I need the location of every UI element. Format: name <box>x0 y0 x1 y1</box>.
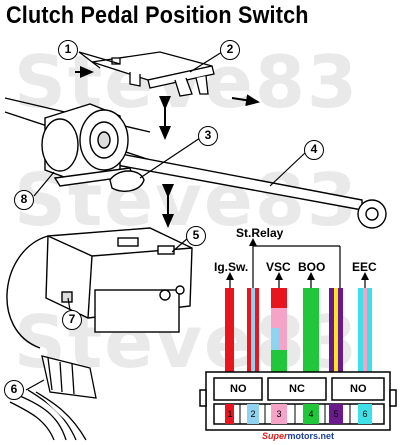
pivot-assembly <box>41 103 133 187</box>
switch-body <box>45 227 193 333</box>
contact-label-3: NO <box>350 383 367 395</box>
pushrod <box>99 149 387 229</box>
contact-label-1: NO <box>230 383 247 395</box>
footer-brand: Super <box>262 431 288 441</box>
clip <box>109 170 145 192</box>
pin-2: 2 <box>250 409 256 419</box>
callout-8: 8 <box>14 190 34 210</box>
mounting-bracket <box>91 51 215 97</box>
callout-3: 3 <box>198 126 218 146</box>
connector <box>9 355 97 441</box>
callout-2: 2 <box>220 40 240 60</box>
callout-5: 5 <box>186 226 206 246</box>
footer-domain: motors.net <box>287 431 335 441</box>
pin-6: 6 <box>362 409 368 419</box>
callout-1: 1 <box>58 40 78 60</box>
callout-4: 4 <box>304 140 324 160</box>
pin-separators <box>239 404 351 424</box>
footer-watermark: Supermotors.net <box>262 431 334 441</box>
wire-harness <box>6 235 49 349</box>
pin-4: 4 <box>308 409 314 419</box>
wire-colors <box>225 288 372 372</box>
label-eec: EEC <box>352 260 377 274</box>
pin-1: 1 <box>227 409 233 419</box>
leader-lines <box>25 51 307 391</box>
label-st-relay: St.Relay <box>236 226 284 240</box>
pin-cells <box>225 404 372 424</box>
pin-5: 5 <box>333 409 339 419</box>
label-vsc: VSC <box>266 260 291 274</box>
wire-arrowheads <box>226 238 369 280</box>
label-ig-sw: Ig.Sw. <box>214 260 249 274</box>
motion-arrows <box>75 66 260 228</box>
label-boo: BOO <box>298 260 326 274</box>
callout-6: 6 <box>4 380 24 400</box>
contact-label-2: NC <box>289 383 305 395</box>
pin-3: 3 <box>276 409 282 419</box>
page-title: Clutch Pedal Position Switch <box>6 2 309 29</box>
callout-7: 7 <box>62 310 82 330</box>
